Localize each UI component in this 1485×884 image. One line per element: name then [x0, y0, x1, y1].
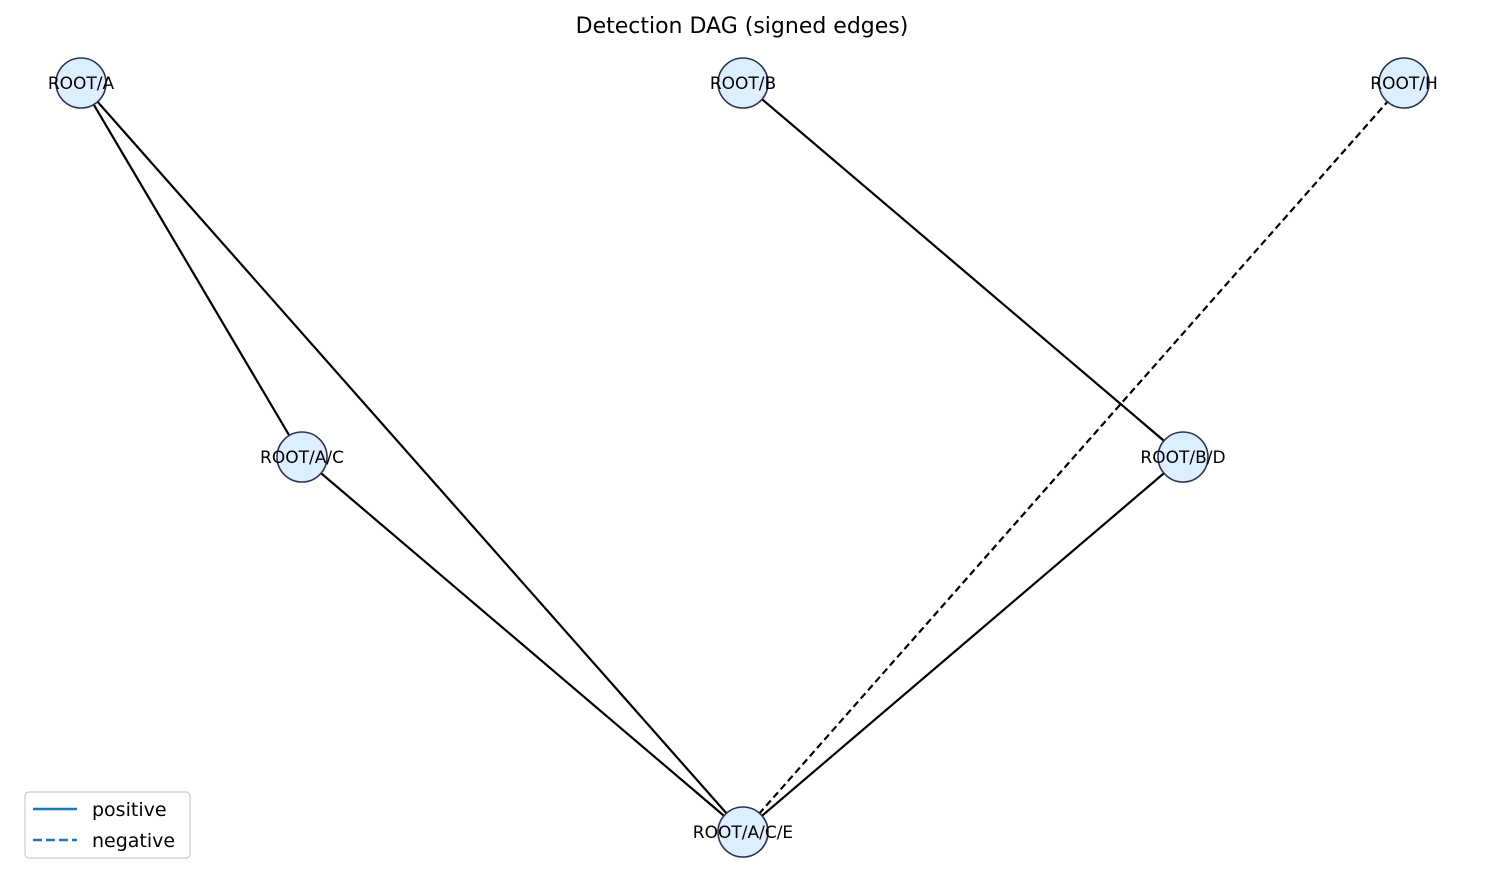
node-label: ROOT/H	[1370, 74, 1437, 94]
node-label: ROOT/B/D	[1140, 448, 1225, 468]
edge-root-b-d-to-root-a-c-e	[742, 456, 1184, 833]
edge-root-b-to-root-b-d	[742, 82, 1184, 458]
node-circle	[717, 57, 769, 109]
legend-positive-label: positive	[92, 799, 167, 821]
node-root-a-c-e: ROOT/A/C/E	[693, 806, 793, 858]
node-circle	[717, 806, 769, 858]
node-root-a-c: ROOT/A/C	[260, 431, 344, 483]
edge-layer	[80, 82, 1405, 833]
node-label: ROOT/A/C/E	[693, 823, 793, 843]
node-circle	[1157, 431, 1209, 483]
edge-root-a-to-root-a-c-e	[80, 82, 744, 833]
node-label: ROOT/A	[48, 74, 115, 94]
edge-root-a-to-root-a-c	[80, 82, 303, 458]
edge-root-a-c-to-root-a-c-e	[301, 456, 744, 833]
node-root-h: ROOT/H	[1370, 57, 1438, 109]
legend: positive negative	[24, 791, 191, 859]
node-circle	[1378, 57, 1430, 109]
node-root-b-d: ROOT/B/D	[1140, 431, 1226, 483]
node-circle	[276, 431, 328, 483]
node-circle	[55, 57, 107, 109]
figure-title: Detection DAG (signed edges)	[576, 14, 909, 39]
legend-negative-label: negative	[92, 830, 175, 852]
node-label: ROOT/B	[710, 74, 776, 94]
node-layer: ROOT/A ROOT/B ROOT/H ROOT/A/C ROOT/B/D ROOT/A…	[48, 57, 1438, 858]
edge-root-h-to-root-a-c-e	[742, 82, 1405, 833]
node-root-b: ROOT/B	[710, 57, 776, 109]
node-root-a: ROOT/A	[48, 57, 115, 109]
node-label: ROOT/A/C	[260, 448, 344, 468]
